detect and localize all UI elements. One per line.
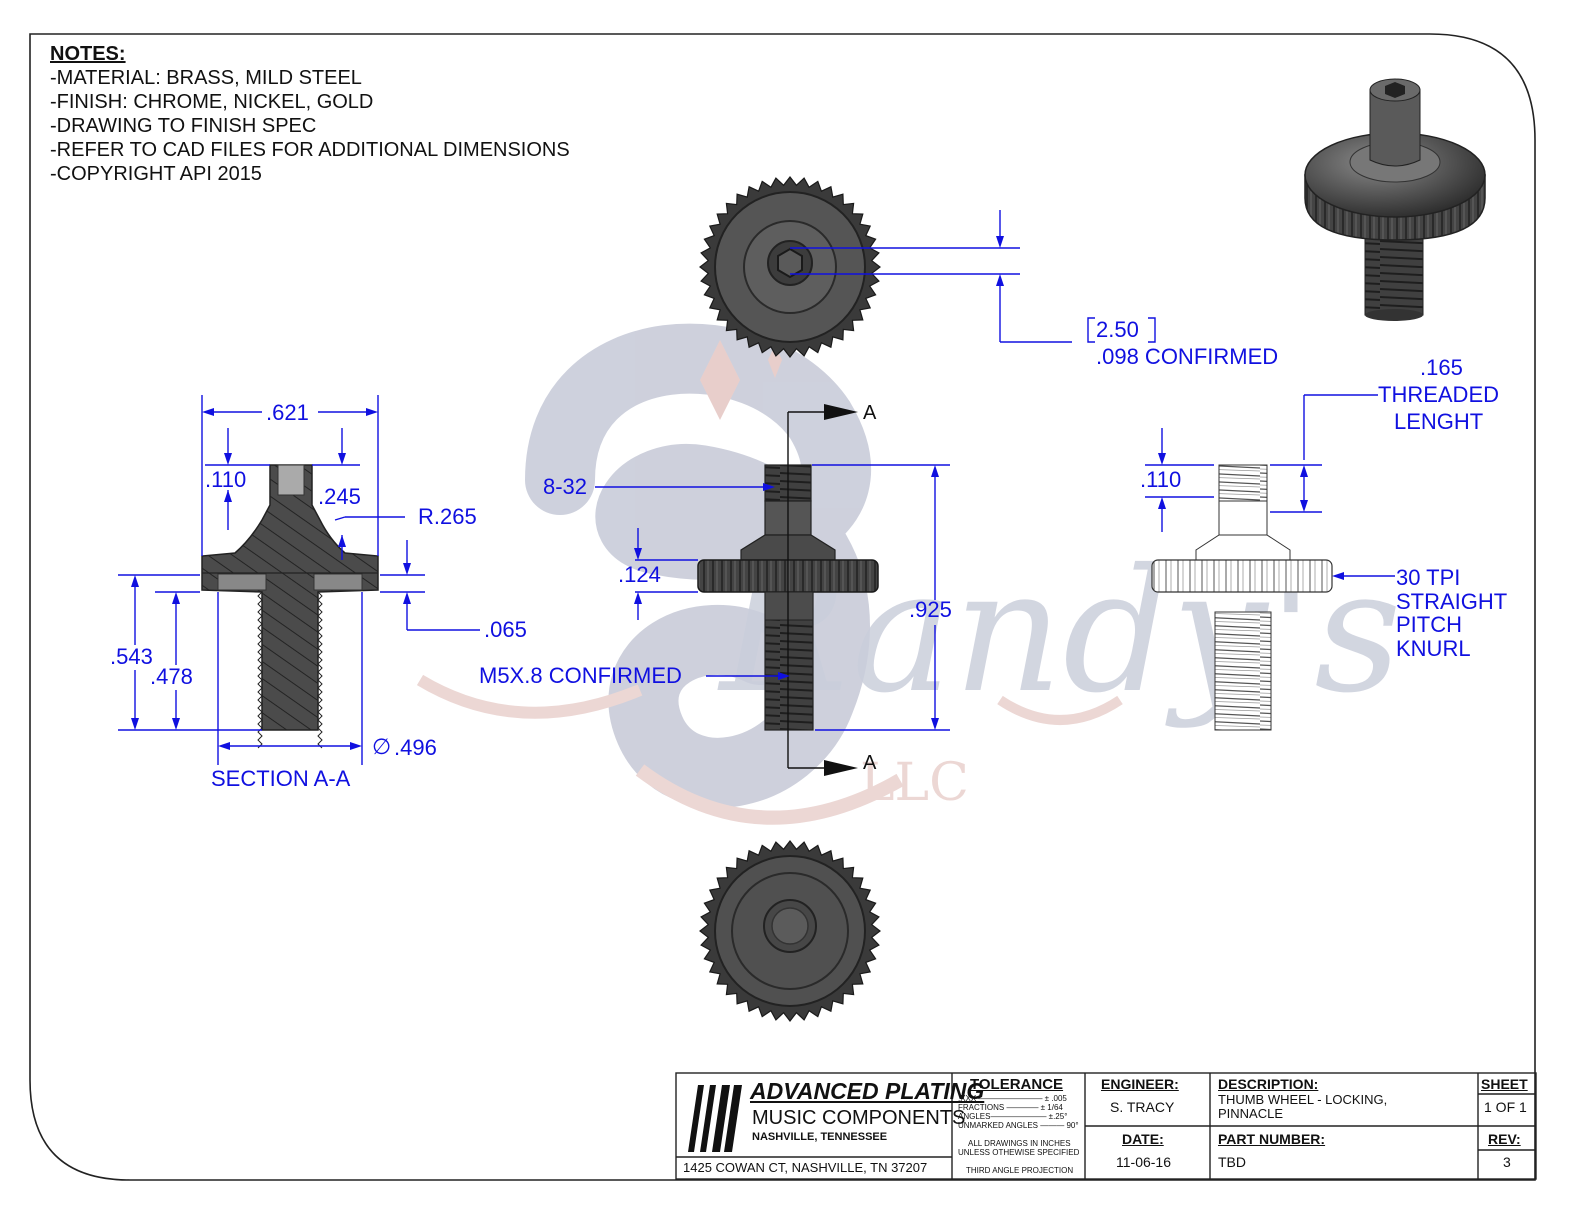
tolerance-heading: TOLERANCE bbox=[970, 1076, 1064, 1093]
sheet-heading: SHEET bbox=[1481, 1076, 1528, 1092]
dim-threaded-label: THREADED bbox=[1378, 382, 1500, 407]
dim-width: .621 bbox=[266, 400, 309, 425]
note-line: -FINISH: CHROME, NICKEL, GOLD bbox=[50, 91, 374, 113]
sheet-border bbox=[29, 33, 1536, 1181]
tolerance-line: ANGLES——————— ±.25° bbox=[958, 1112, 1068, 1121]
tolerance-line: FRACTIONS ———— ± 1/64 bbox=[958, 1103, 1063, 1112]
rev-value: 3 bbox=[1503, 1154, 1511, 1170]
note-line: -DRAWING TO FINISH SPEC bbox=[50, 115, 317, 137]
dim-flange-thickness: .065 bbox=[484, 617, 527, 642]
company-address: 1425 COWAN CT, NASHVILLE, TN 37207 bbox=[683, 1160, 928, 1175]
isometric-view bbox=[1304, 78, 1486, 321]
tolerance-note: ALL DRAWINGS IN INCHES bbox=[968, 1139, 1071, 1148]
tolerance-line: .XXX ———————— ± .005 bbox=[958, 1094, 1067, 1103]
note-line: -MATERIAL: BRASS, MILD STEEL bbox=[50, 67, 362, 89]
company-logo: ADVANCED PLATING MUSIC COMPONENTS NASHVI… bbox=[680, 1076, 984, 1156]
dim-thread-bottom: M5X.8 CONFIRMED bbox=[479, 663, 682, 688]
dim-threaded-label: LENGHT bbox=[1394, 409, 1484, 434]
description-line: PINNACLE bbox=[1218, 1106, 1284, 1121]
knurl-note: STRAIGHT bbox=[1396, 589, 1508, 614]
front-view bbox=[595, 404, 950, 776]
date-heading: DATE: bbox=[1122, 1131, 1164, 1147]
part-number-value: TBD bbox=[1218, 1154, 1246, 1170]
description-heading: DESCRIPTION: bbox=[1218, 1076, 1319, 1092]
side-view bbox=[1145, 394, 1395, 731]
company-logo-mark bbox=[688, 1085, 742, 1152]
rev-heading: REV: bbox=[1488, 1131, 1521, 1147]
section-marker-top: A bbox=[863, 402, 877, 424]
notes-block: NOTES: -MATERIAL: BRASS, MILD STEEL -FIN… bbox=[50, 42, 570, 186]
dim-wheel-thickness: .124 bbox=[618, 562, 661, 587]
dim-radius: R.265 bbox=[418, 504, 477, 529]
section-title: SECTION A-A bbox=[211, 766, 351, 791]
dim-height-outer: .543 bbox=[110, 644, 153, 669]
knurl-note: KNURL bbox=[1396, 636, 1471, 661]
engineer-heading: ENGINEER: bbox=[1101, 1076, 1179, 1092]
dim-overall-height: .925 bbox=[909, 597, 952, 622]
dim-top-bracket: 2.50 bbox=[1096, 317, 1139, 342]
company-city: NASHVILLE, TENNESSEE bbox=[752, 1131, 888, 1143]
company-name-1: ADVANCED PLATING bbox=[750, 1078, 985, 1104]
date-value: 11-06-16 bbox=[1116, 1154, 1172, 1170]
projection-note: THIRD ANGLE PROJECTION bbox=[966, 1166, 1074, 1175]
bottom-view bbox=[699, 840, 881, 1022]
note-line: -REFER TO CAD FILES FOR ADDITIONAL DIMEN… bbox=[50, 139, 570, 161]
diameter-symbol: ∅ bbox=[372, 734, 392, 759]
knurl-note: 30 TPI bbox=[1396, 565, 1461, 590]
dim-side-top-depth: .110 bbox=[1140, 467, 1182, 492]
tolerance-note: UNLESS OTHEWISE SPECIFIED bbox=[958, 1148, 1080, 1157]
knurl-note: PITCH bbox=[1396, 612, 1462, 637]
title-block bbox=[675, 1072, 1537, 1180]
dim-threaded-value: .165 bbox=[1420, 355, 1463, 380]
tolerance-line: UNMARKED ANGLES ——— 90° bbox=[958, 1121, 1079, 1130]
company-name-2: MUSIC COMPONENTS bbox=[752, 1107, 966, 1129]
dim-top-value: .098 CONFIRMED bbox=[1096, 344, 1279, 369]
section-marker-bottom: A bbox=[863, 752, 877, 774]
top-view bbox=[699, 176, 881, 358]
note-line: -COPYRIGHT API 2015 bbox=[50, 163, 262, 185]
dim-height-inner: .478 bbox=[150, 664, 193, 689]
dim-thread-top: 8-32 bbox=[543, 474, 588, 499]
watermark-suffix: LLC bbox=[860, 753, 969, 813]
sheet-value: 1 OF 1 bbox=[1484, 1099, 1527, 1115]
engineer-name: S. TRACY bbox=[1110, 1099, 1175, 1115]
description-line: THUMB WHEEL - LOCKING, bbox=[1218, 1092, 1388, 1107]
dim-shoulder: .245 bbox=[318, 484, 361, 509]
part-number-heading: PART NUMBER: bbox=[1218, 1131, 1326, 1147]
notes-heading: NOTES: bbox=[50, 43, 126, 65]
dim-diameter: .496 bbox=[394, 735, 437, 760]
section-view bbox=[118, 395, 480, 765]
dim-top-depth: .110 bbox=[205, 467, 247, 492]
